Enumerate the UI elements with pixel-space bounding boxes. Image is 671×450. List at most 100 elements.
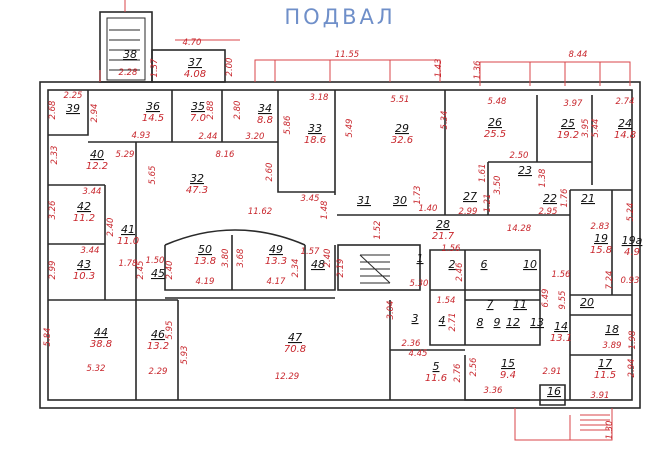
dimension-label: 1.78: [119, 259, 139, 269]
room-number: 33: [308, 122, 322, 135]
dimension-label: 2.29: [149, 367, 168, 377]
dimension-label: 1.21: [483, 194, 493, 213]
room-area: 10.3: [73, 271, 95, 282]
dimension-label: 4.70: [183, 38, 202, 48]
dimension-label: 5.93: [180, 346, 190, 365]
dimension-label: 2.88: [206, 100, 216, 120]
dimension-label: 2.60: [265, 163, 275, 182]
room-number: 40: [90, 148, 104, 161]
room-number: 23: [518, 164, 532, 177]
dimension-label: 1.50: [146, 256, 165, 266]
dimension-label: 1.56: [552, 270, 572, 280]
dimension-label: 2.33: [50, 146, 60, 165]
dimension-label: 1.57: [301, 247, 321, 257]
dimension-label: 5.29: [116, 150, 135, 160]
room-area: 47.3: [186, 185, 208, 196]
dimension-label: 5.86: [283, 115, 293, 135]
dimension-label: 4.93: [132, 131, 151, 141]
room-number: 32: [190, 172, 204, 185]
dimension-label: 1.52: [373, 221, 383, 240]
room-number: 35: [191, 100, 205, 113]
room-area: 32.6: [391, 135, 413, 146]
arch-rooms-wall: [164, 229, 336, 291]
outer-wall: [39, 81, 641, 409]
room-number: 31: [357, 194, 371, 207]
dimension-label: 1.54: [437, 296, 456, 306]
room-number: 10: [523, 258, 537, 271]
room-number: 43: [77, 258, 91, 271]
dimension-label: 2.34: [291, 259, 301, 278]
room-number: 49: [269, 243, 283, 256]
dimension-label: 5.30: [410, 279, 429, 289]
room-number: 29: [395, 122, 409, 135]
entrance-stair-outline: [514, 408, 613, 441]
room-area: 25.5: [484, 129, 506, 140]
dimension-label: 2.25: [64, 91, 83, 101]
room-number: 22: [543, 192, 557, 205]
room-number: 9: [494, 316, 501, 329]
dimension-label: 2.99: [459, 207, 478, 217]
dimension-label: 1.43: [434, 59, 444, 78]
dimension-label: 5.48: [488, 97, 508, 107]
dimension-label: 8.44: [569, 50, 588, 60]
dimension-label: 2.83: [591, 222, 610, 232]
dimension-label: 3.68: [236, 248, 246, 268]
room-number: 26: [488, 116, 502, 129]
room-number: 21: [581, 192, 595, 205]
room-area: 13.8: [194, 256, 216, 267]
room-area: 15.8: [590, 245, 612, 256]
dimension-label: 2.40: [106, 218, 116, 237]
dimension-label: 8.16: [216, 150, 236, 160]
room-number: 37: [188, 56, 202, 69]
dimension-label: 11.55: [335, 50, 359, 60]
room-area: 13.3: [265, 256, 287, 267]
dimension-label: 1.98: [628, 330, 638, 350]
room-area: 21.7: [432, 231, 455, 242]
dimension-label: 1.56: [442, 244, 462, 254]
room-number: 4: [439, 314, 446, 327]
room-number: 15: [501, 357, 515, 370]
stair-38-inner: [106, 17, 146, 81]
dimension-label: 1.37: [150, 58, 160, 78]
dimension-label: 5.49: [345, 119, 355, 138]
room-area: 8.8: [257, 115, 273, 126]
inner-wall: [47, 89, 633, 401]
partitions-mid: [136, 297, 335, 400]
dimension-label: 9.55: [558, 291, 568, 310]
room-number: 12: [506, 316, 520, 329]
room-number: 5: [433, 360, 440, 373]
room-area: 4.9: [624, 247, 640, 258]
room-number: 48: [311, 258, 325, 271]
dimension-label: 2.71: [448, 313, 458, 332]
partitions-right: [569, 189, 632, 400]
dimension-label: 5.51: [391, 95, 410, 105]
dimension-label: 2.19: [336, 259, 346, 278]
room-37-wall: [151, 49, 226, 83]
exterior-light-wells: [99, 0, 631, 441]
dimension-label: 2.00: [225, 58, 235, 77]
dimension-label: 2.40: [165, 261, 175, 280]
dimension-label: 1.36: [473, 60, 483, 80]
dimension-label: 5.32: [87, 364, 106, 374]
room-area: 18.6: [304, 135, 326, 146]
dimension-label: 2.56: [469, 357, 479, 377]
dimension-labels: 4.702.001.372.2811.551.438.441.362.252.6…: [43, 38, 639, 439]
room-number: 25: [561, 117, 575, 130]
room-area: 38.8: [90, 339, 112, 350]
dimension-label: 1.76: [560, 188, 570, 208]
room-number: 8: [477, 316, 484, 329]
plan-title: ПОДВАЛ: [284, 5, 395, 29]
room-number: 3: [412, 312, 419, 325]
dimension-label: 2.80: [233, 101, 243, 120]
room-area: 70.8: [284, 344, 306, 355]
room-area: 13.2: [147, 341, 169, 352]
room-area: 12.2: [86, 161, 108, 172]
room-number: 19a: [622, 234, 643, 247]
room-number: 1: [417, 252, 424, 265]
dimension-label: 2.91: [543, 367, 562, 377]
room-number: 28: [436, 218, 450, 231]
dimension-label: 4.45: [409, 349, 428, 359]
dimension-label: 3.91: [591, 391, 610, 401]
dimension-label: 11.62: [248, 207, 272, 217]
